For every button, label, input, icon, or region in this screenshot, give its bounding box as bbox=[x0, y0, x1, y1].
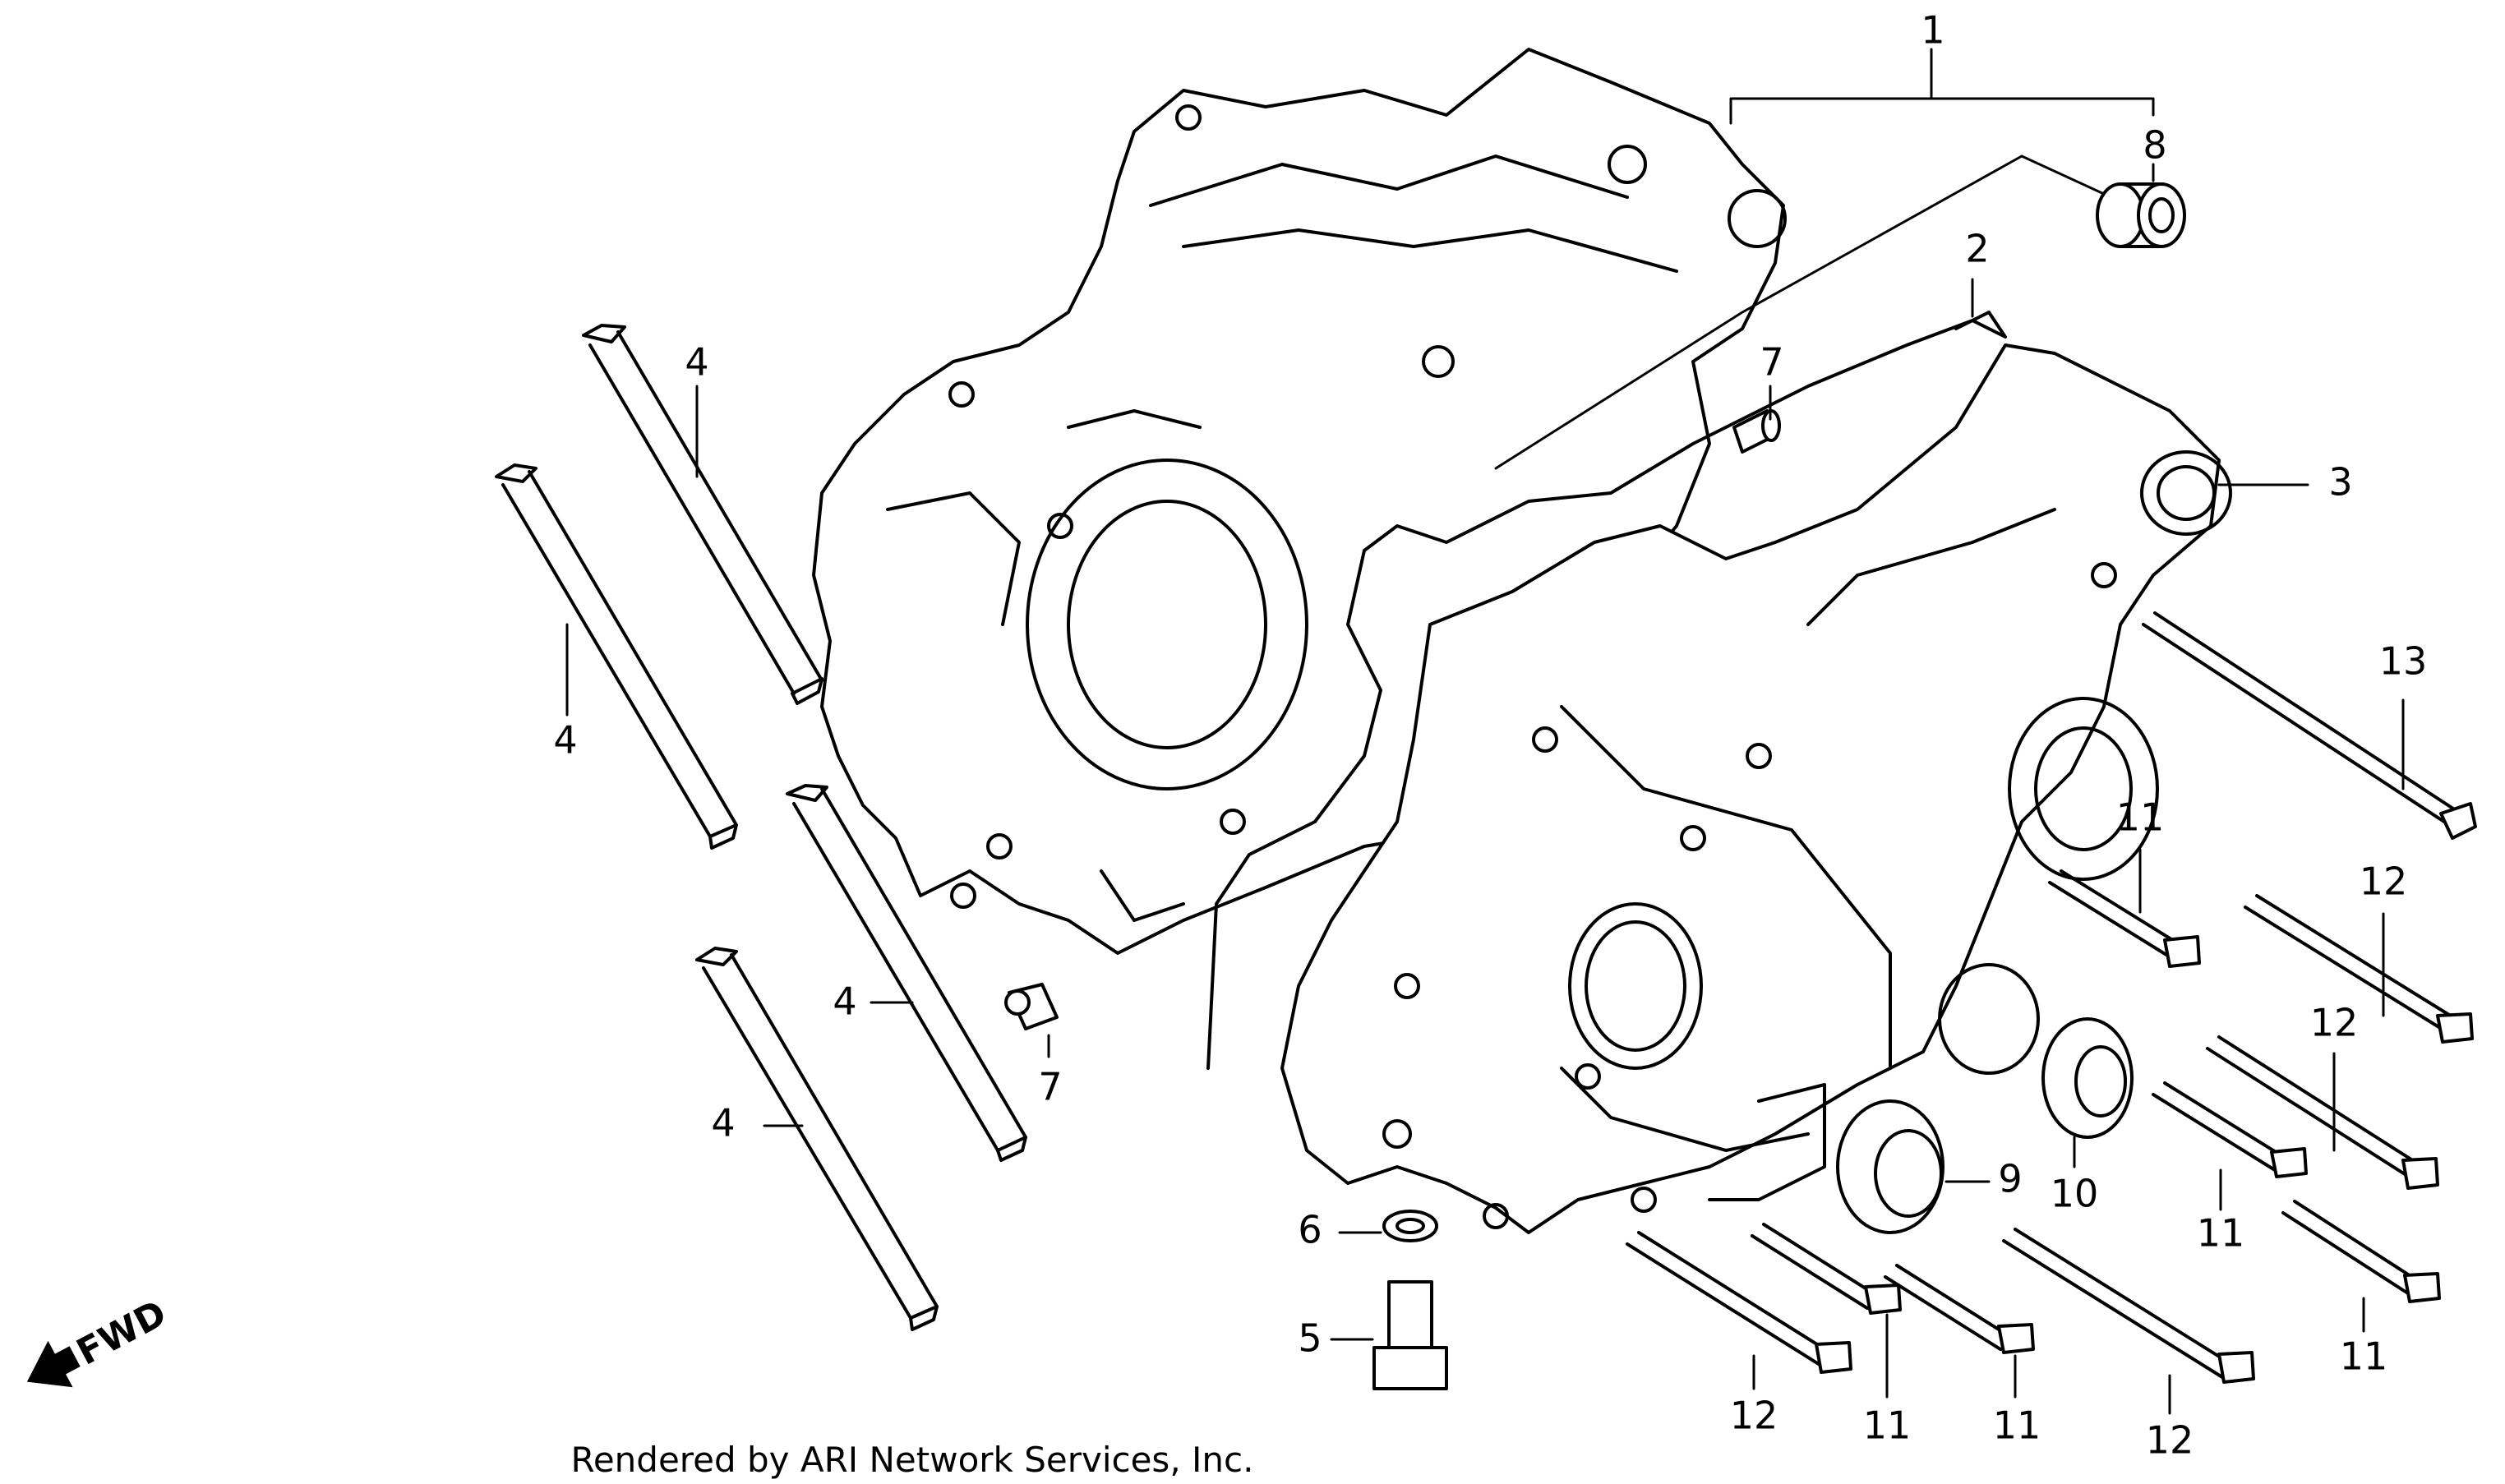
callout-4-middle: 4 bbox=[833, 979, 856, 1024]
callout-labels: 1 2 3 4 4 4 4 5 6 7 7 8 9 10 11 11 11 11… bbox=[553, 8, 2427, 1463]
stud-bolts-4 bbox=[495, 324, 1027, 1331]
dowel-pins-7 bbox=[1004, 409, 1781, 1030]
callout-5: 5 bbox=[1298, 1316, 1322, 1361]
callout-4-upper: 4 bbox=[685, 340, 708, 385]
callout-6: 6 bbox=[1298, 1208, 1322, 1252]
flange-bolts bbox=[1626, 611, 2477, 1384]
callout-11-e: 11 bbox=[1993, 1403, 2041, 1448]
callout-12-d: 12 bbox=[2146, 1418, 2194, 1463]
callout-9: 9 bbox=[1998, 1157, 2022, 1201]
callout-10: 10 bbox=[2051, 1172, 2099, 1216]
callout-7-upper: 7 bbox=[1760, 340, 1783, 385]
callout-13: 13 bbox=[2379, 639, 2428, 684]
callout-11-d: 11 bbox=[1863, 1403, 1912, 1448]
leader-lines bbox=[565, 48, 2405, 1415]
callout-12-b: 12 bbox=[2310, 1001, 2359, 1045]
callout-7-lower: 7 bbox=[1038, 1065, 1062, 1109]
callout-2: 2 bbox=[1965, 227, 1989, 271]
callout-11-a: 11 bbox=[2116, 795, 2165, 840]
fwd-arrow-icon bbox=[26, 1340, 81, 1388]
callout-11-b: 11 bbox=[2197, 1211, 2245, 1256]
crankcase-gasket bbox=[1206, 311, 2007, 1070]
callout-11-c: 11 bbox=[2340, 1334, 2388, 1379]
fwd-direction-indicator: FWD bbox=[26, 1293, 173, 1388]
right-crankcase-half bbox=[1280, 343, 2232, 1234]
drain-bolt-and-washer bbox=[1372, 1210, 1448, 1390]
callout-3: 3 bbox=[2328, 460, 2352, 505]
bearing-8 bbox=[1494, 154, 2186, 470]
footer-credit: Rendered by ARI Network Services, Inc. bbox=[570, 1440, 1254, 1480]
callout-4-left: 4 bbox=[553, 718, 577, 763]
callout-4-lower: 4 bbox=[711, 1101, 735, 1145]
fwd-label: FWD bbox=[70, 1293, 173, 1374]
callout-1: 1 bbox=[1921, 8, 1944, 53]
callout-8: 8 bbox=[2143, 123, 2166, 168]
callout-12-a: 12 bbox=[2360, 860, 2408, 904]
oil-seals bbox=[1836, 1017, 2134, 1234]
callout-12-c: 12 bbox=[1730, 1394, 1778, 1438]
